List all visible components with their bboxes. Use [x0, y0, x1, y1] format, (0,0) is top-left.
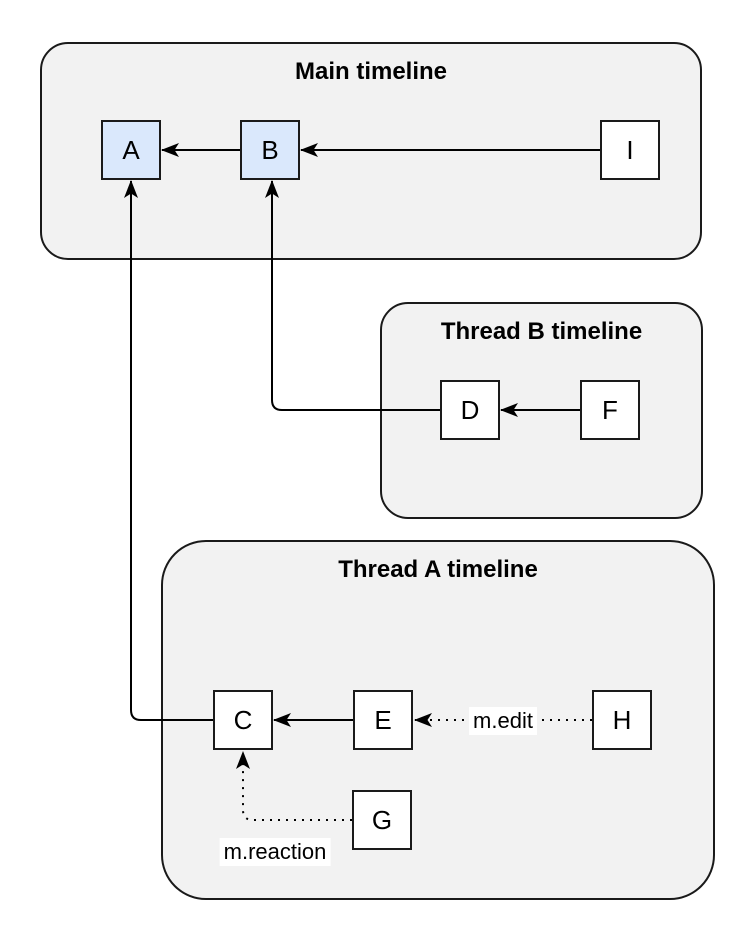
event-node-b: B: [240, 120, 300, 180]
container-title-main: Main timeline: [294, 58, 448, 85]
event-node-i: I: [600, 120, 660, 180]
timeline-container-thread-b: Thread B timeline: [380, 302, 703, 519]
event-node-c: C: [213, 690, 273, 750]
event-node-g: G: [352, 790, 412, 850]
container-title-thread-a: Thread A timeline: [338, 556, 538, 583]
edge-label-m-reaction: m.reaction: [219, 838, 331, 866]
container-title-thread-b: Thread B timeline: [440, 318, 643, 345]
event-node-a: A: [101, 120, 161, 180]
event-node-h: H: [592, 690, 652, 750]
edge-label-m-edit: m.edit: [469, 707, 537, 735]
event-node-f: F: [580, 380, 640, 440]
event-node-e: E: [353, 690, 413, 750]
event-node-d: D: [440, 380, 500, 440]
